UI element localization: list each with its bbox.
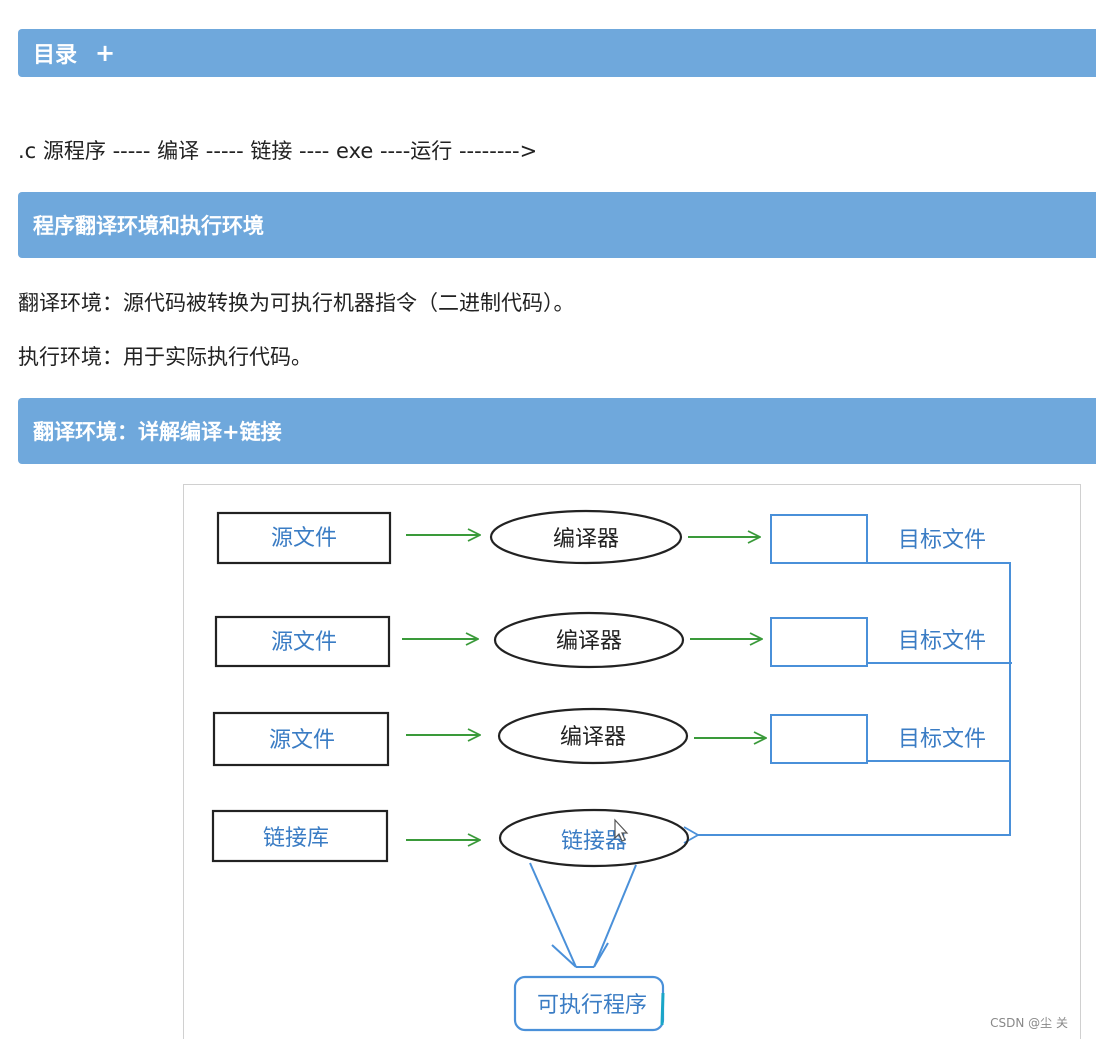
library-label: 链接库 [263, 826, 329, 851]
text-cursor-bar [660, 992, 665, 1026]
compile-link-diagram: 源文件 编译器 目标文件 源文件 编译器 目标文件 源文件 [183, 484, 1081, 1039]
watermark: CSDN @尘 关 [990, 1016, 1068, 1030]
compiler-ellipse [489, 509, 683, 565]
source-file-box [212, 711, 390, 767]
executable-label: 可执行程序 [537, 993, 647, 1018]
execution-env-paragraph: 执行环境：用于实际执行代码。 [18, 345, 312, 369]
linker-ellipse [498, 808, 690, 868]
section-heading-compile-link: 翻译环境：详解编译+链接 [18, 398, 1096, 464]
object-file-box [770, 514, 868, 564]
source-file-label: 源文件 [271, 526, 337, 551]
diagram-row-3: 源文件 编译器 目标文件 [212, 707, 1010, 767]
object-file-label: 目标文件 [898, 727, 986, 752]
diagram-row-2: 源文件 编译器 目标文件 [214, 611, 1012, 669]
compiler-label: 编译器 [556, 629, 622, 654]
linker-to-executable-arrows [529, 862, 637, 968]
object-file-box [770, 617, 868, 667]
diagram-row-4: 链接库 链接器 [211, 808, 690, 868]
process-flow-text: .c 源程序 ----- 编译 ----- 链接 ---- exe ----运行… [18, 139, 538, 163]
object-file-label: 目标文件 [898, 629, 986, 654]
compiler-ellipse [497, 707, 689, 765]
toc-header[interactable]: 目录 + [18, 29, 1096, 77]
object-file-box [770, 714, 868, 764]
compiler-ellipse [493, 611, 685, 669]
source-file-label: 源文件 [269, 728, 335, 753]
compiler-label: 编译器 [560, 725, 626, 750]
diagram-row-1: 源文件 编译器 目标文件 [216, 509, 1010, 565]
library-box [211, 809, 389, 863]
compiler-label: 编译器 [553, 527, 619, 552]
object-collector-line [683, 562, 1011, 844]
section-heading-environments: 程序翻译环境和执行环境 [18, 192, 1096, 258]
object-file-label: 目标文件 [898, 528, 986, 553]
source-file-label: 源文件 [271, 630, 337, 655]
cursor-icon [614, 818, 629, 842]
toc-title: 目录 [33, 43, 78, 68]
toc-expand-icon[interactable]: + [95, 39, 116, 67]
source-file-box [214, 615, 391, 668]
translation-env-paragraph: 翻译环境：源代码被转换为可执行机器指令（二进制代码）。 [18, 291, 575, 315]
source-file-box [216, 511, 392, 565]
